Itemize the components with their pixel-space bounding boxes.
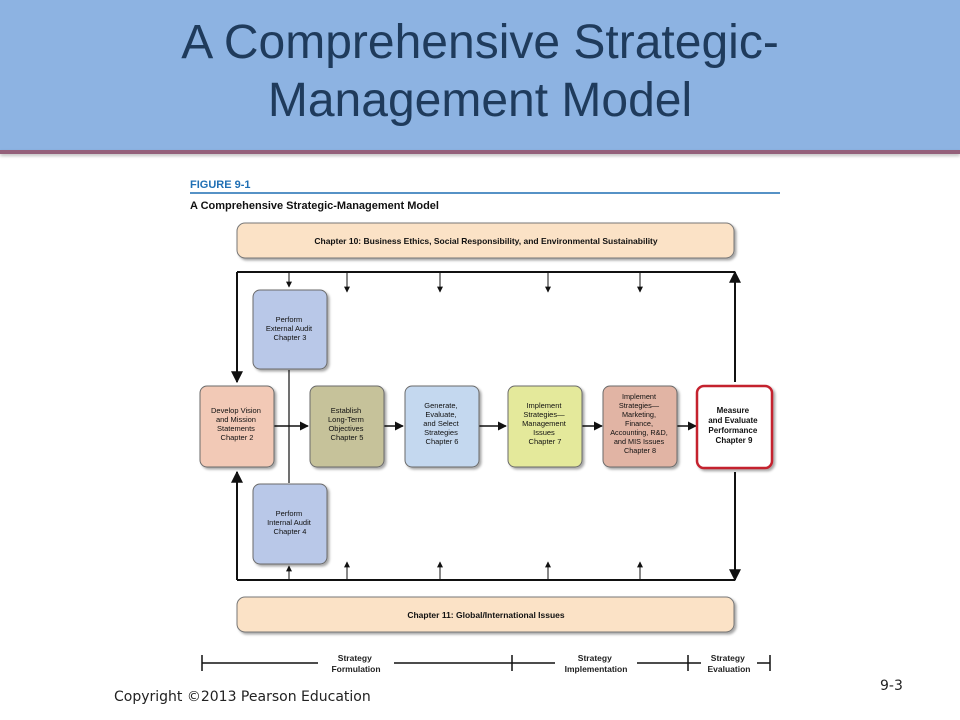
global-banner: Chapter 11: Global/International Issues [236,596,735,633]
external-audit-text: Perform External Audit Chapter 3 [266,315,314,342]
implement-marketing-text: Implement Strategies— Marketing, Finance… [610,392,670,455]
ethics-banner-text: Chapter 10: Business Ethics, Social Resp… [314,236,658,246]
stage-formulation-label: Strategy Formulation [331,653,380,674]
evaluation-label-bg [701,651,757,677]
slide-title-line1: A Comprehensive Strategic- [181,16,779,69]
objectives-text: Establish Long-Term Objectives Chapter 5 [328,406,366,442]
objectives-box: Establish Long-Term Objectives Chapter 5 [309,385,385,468]
implement-marketing-box: Implement Strategies— Marketing, Finance… [602,385,678,468]
implement-management-text: Implement Strategies— Management Issues … [522,401,568,446]
generate-strategies-box: Generate, Evaluate, and Select Strategie… [404,385,480,468]
title-band [0,0,960,150]
stage-timeline [201,655,771,671]
global-banner-text: Chapter 11: Global/International Issues [407,610,565,620]
stage-implementation-label: Strategy Implementation [565,653,628,674]
slide-title: A Comprehensive Strategic- Management Mo… [0,14,960,130]
internal-audit-box: Perform Internal Audit Chapter 4 [252,483,328,565]
internal-audit-text: Perform Internal Audit Chapter 4 [267,509,313,536]
bottom-influence-arrows [286,561,643,580]
copyright-text: Copyright ©2013 Pearson Education [114,689,371,705]
feedback-loop [231,270,741,582]
slide-title-line2: Management Model [267,74,693,127]
implementation-label-bg [555,651,637,677]
measure-evaluate-box: Measure and Evaluate Performance Chapter… [695,384,774,470]
title-divider [0,150,960,154]
ethics-banner: Chapter 10: Business Ethics, Social Resp… [236,222,735,259]
stage-evaluation-label: Strategy Evaluation [708,653,751,674]
vision-mission-text: Develop Vision and Mission Statements Ch… [211,406,263,442]
vision-mission-box: Develop Vision and Mission Statements Ch… [199,385,275,468]
figure-label: FIGURE 9-1 [190,179,251,191]
top-influence-arrows [286,272,643,293]
implement-management-box: Implement Strategies— Management Issues … [507,385,583,468]
page-number: 9-3 [880,678,903,694]
generate-strategies-text: Generate, Evaluate, and Select Strategie… [423,401,461,446]
external-audit-box: Perform External Audit Chapter 3 [252,289,328,370]
measure-evaluate-text: Measure and Evaluate Performance Chapter… [708,406,760,445]
figure-caption: A Comprehensive Strategic-Management Mod… [190,200,439,212]
formulation-label-bg [318,651,394,677]
